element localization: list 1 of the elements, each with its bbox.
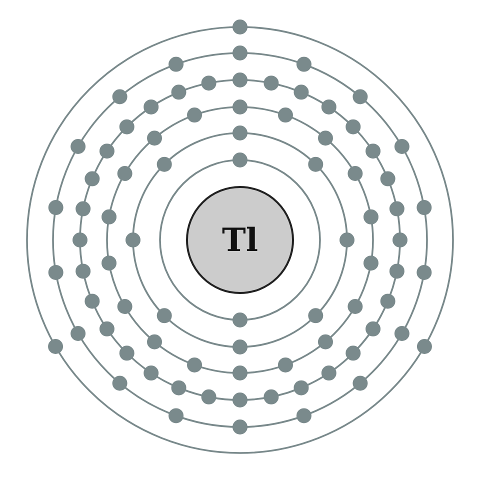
nucleus-circle: Tl [186, 186, 294, 294]
